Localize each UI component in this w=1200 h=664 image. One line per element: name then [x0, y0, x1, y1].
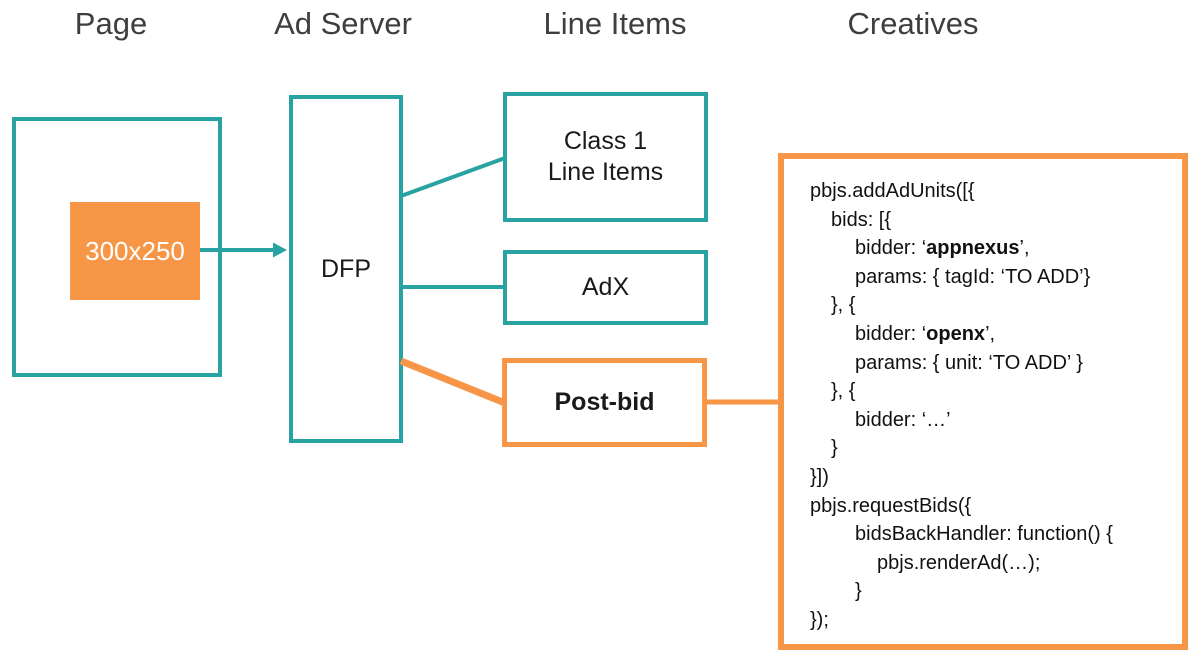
code-line: } — [855, 580, 862, 603]
column-header-line-items: Line Items — [543, 6, 687, 41]
dfp-box: DFP — [289, 95, 403, 443]
column-header-creatives: Creatives — [847, 6, 979, 41]
code-line: params: { tagId: ‘TO ADD’} — [855, 265, 1091, 288]
postbid-label: Post-bid — [554, 388, 655, 416]
code-line: pbjs.renderAd(…); — [877, 551, 1041, 574]
dfp-to-class1-connector — [400, 156, 506, 198]
code-line: }]) — [810, 465, 829, 488]
dfp-to-postbid-connector — [399, 357, 507, 407]
postbid-box: Post-bid — [502, 358, 707, 447]
column-header-ad-server: Ad Server — [274, 6, 412, 41]
class1-line-items-box: Class 1 Line Items — [503, 92, 708, 222]
code-line: bidder: ‘openx’, — [855, 322, 996, 345]
code-line: } — [831, 437, 838, 460]
code-line: bidsBackHandler: function() { — [855, 523, 1113, 546]
ad-slot-box: 300x250 — [70, 202, 200, 300]
adx-label: AdX — [581, 273, 630, 301]
class1-label-line1: Class 1 — [563, 127, 648, 155]
code-line: }, { — [831, 294, 856, 317]
class1-label-line2: Line Items — [547, 158, 664, 186]
code-line: }, { — [831, 380, 856, 403]
column-header-page: Page — [74, 6, 148, 41]
dfp-label: DFP — [321, 254, 371, 283]
code-line: bids: [{ — [831, 208, 892, 231]
code-line: pbjs.requestBids({ — [810, 494, 972, 517]
code-block: pbjs.addAdUnits([{ bids: [{ bidder: ‘appne… — [784, 159, 1182, 635]
code-line: bidder: ‘…’ — [855, 408, 951, 431]
creatives-code-box: pbjs.addAdUnits([{ bids: [{ bidder: ‘appne… — [778, 153, 1188, 650]
code-line: }); — [810, 608, 829, 631]
code-line: pbjs.addAdUnits([{ — [810, 180, 975, 202]
adx-box: AdX — [503, 250, 708, 325]
code-line: params: { unit: ‘TO ADD’ } — [855, 351, 1083, 374]
ad-slot-label: 300x250 — [85, 235, 185, 266]
code-line: bidder: ‘appnexus’, — [855, 237, 1030, 260]
